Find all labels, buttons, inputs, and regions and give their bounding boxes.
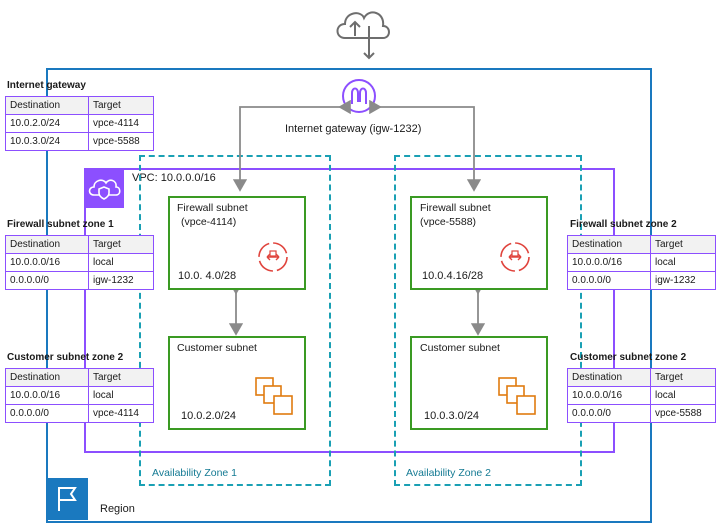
- column-header: Target: [88, 235, 154, 254]
- table-header-row: Destination Target: [5, 235, 154, 254]
- firewall-subnet-zone-2-title: Firewall subnet: [420, 202, 491, 214]
- column-header: Destination: [5, 96, 89, 115]
- column-header: Target: [88, 96, 154, 115]
- availability-zone-2-label: Availability Zone 2: [406, 467, 492, 479]
- firewall-subnet-zone-1-endpoint: (vpce-4114): [181, 216, 237, 228]
- table-row: 0.0.0.0/0 igw-1232: [5, 271, 154, 290]
- table-header-row: Destination Target: [567, 368, 716, 387]
- column-header: Target: [650, 235, 716, 254]
- network-firewall-icon: [258, 242, 288, 272]
- vpc-cloud-shield-icon: [88, 179, 121, 200]
- table-cell: vpce-4114: [88, 114, 154, 133]
- table-cell: vpce-4114: [88, 404, 154, 423]
- table-cell: igw-1232: [88, 271, 154, 290]
- table-header-row: Destination Target: [567, 235, 716, 254]
- table-header-row: Destination Target: [5, 96, 154, 115]
- cust-zone2-route-table-title: Customer subnet zone 2: [570, 352, 687, 363]
- column-header: Destination: [567, 368, 651, 387]
- column-header: Destination: [5, 368, 89, 387]
- internet-cloud-icon: [336, 11, 390, 60]
- availability-zone-1-label: Availability Zone 1: [152, 467, 238, 479]
- customer-subnet-zone-1-title: Customer subnet: [177, 342, 257, 354]
- firewall-subnet-zone-2: [410, 196, 548, 290]
- table-header-row: Destination Target: [5, 368, 154, 387]
- flag-icon: [58, 487, 77, 511]
- table-cell: 10.0.0.0/16: [5, 386, 89, 405]
- table-cell: 10.0.0.0/16: [567, 386, 651, 405]
- vpc-badge: [84, 168, 124, 208]
- firewall-subnet-zone-2-endpoint: (vpce-5588): [420, 216, 477, 228]
- table-cell: local: [88, 386, 154, 405]
- table-cell: 0.0.0.0/0: [567, 404, 651, 423]
- firewall-subnet-zone-1-title: Firewall subnet: [177, 202, 248, 214]
- table-cell: 0.0.0.0/0: [5, 404, 89, 423]
- table-row: 0.0.0.0/0 vpce-4114: [5, 404, 154, 423]
- table-cell: igw-1232: [650, 271, 716, 290]
- region-badge: [46, 478, 88, 520]
- column-header: Destination: [5, 235, 89, 254]
- fw-zone2-route-table: Destination Target 10.0.0.0/16 local 0.0…: [567, 235, 716, 290]
- fw-zone2-route-table-title: Firewall subnet zone 2: [570, 219, 677, 230]
- table-cell: vpce-5588: [88, 132, 154, 151]
- customer-subnet-zone-2-title: Customer subnet: [420, 342, 500, 354]
- ec2-instances-icon: [498, 377, 536, 415]
- table-row: 10.0.0.0/16 local: [567, 386, 716, 405]
- column-header: Target: [88, 368, 154, 387]
- customer-subnet-zone-1: [168, 336, 306, 430]
- ec2-instances-icon: [255, 377, 293, 415]
- table-cell: 10.0.0.0/16: [567, 253, 651, 272]
- table-cell: 0.0.0.0/0: [567, 271, 651, 290]
- table-row: 0.0.0.0/0 vpce-5588: [567, 404, 716, 423]
- fw-zone1-route-table-title: Firewall subnet zone 1: [7, 219, 114, 230]
- cust-zone1-route-table: Destination Target 10.0.0.0/16 local 0.0…: [5, 368, 154, 423]
- firewall-subnet-zone-1-cidr: 10.0. 4.0/28: [178, 270, 237, 282]
- table-row: 0.0.0.0/0 igw-1232: [567, 271, 716, 290]
- cust-zone1-route-table-title: Customer subnet zone 2: [7, 352, 124, 363]
- fw-zone1-route-table: Destination Target 10.0.0.0/16 local 0.0…: [5, 235, 154, 290]
- region-boundary: [46, 68, 652, 523]
- vpc-label: VPC: 10.0.0.0/16: [132, 172, 216, 184]
- igw-route-table-title: Internet gateway: [7, 80, 86, 91]
- availability-zone-2: [394, 155, 582, 486]
- customer-subnet-zone-1-cidr: 10.0.2.0/24: [181, 410, 237, 422]
- table-row: 10.0.3.0/24 vpce-5588: [5, 132, 154, 151]
- table-cell: 0.0.0.0/0: [5, 271, 89, 290]
- table-cell: vpce-5588: [650, 404, 716, 423]
- column-header: Destination: [567, 235, 651, 254]
- customer-subnet-zone-2-cidr: 10.0.3.0/24: [424, 410, 480, 422]
- firewall-subnet-zone-2-cidr: 10.0.4.16/28: [422, 270, 484, 282]
- internet-gateway-icon: [342, 79, 376, 113]
- table-cell: 10.0.0.0/16: [5, 253, 89, 272]
- table-row: 10.0.0.0/16 local: [567, 253, 716, 272]
- table-cell: 10.0.3.0/24: [5, 132, 89, 151]
- region-label: Region: [100, 503, 135, 515]
- table-cell: local: [650, 386, 716, 405]
- firewall-subnet-zone-1: [168, 196, 306, 290]
- column-header: Target: [650, 368, 716, 387]
- table-cell: 10.0.2.0/24: [5, 114, 89, 133]
- table-row: 10.0.2.0/24 vpce-4114: [5, 114, 154, 133]
- cust-zone2-route-table: Destination Target 10.0.0.0/16 local 0.0…: [567, 368, 716, 423]
- table-row: 10.0.0.0/16 local: [5, 253, 154, 272]
- igw-route-table: Destination Target 10.0.2.0/24 vpce-4114…: [5, 96, 154, 151]
- table-cell: local: [88, 253, 154, 272]
- network-firewall-icon: [500, 242, 530, 272]
- table-cell: local: [650, 253, 716, 272]
- table-row: 10.0.0.0/16 local: [5, 386, 154, 405]
